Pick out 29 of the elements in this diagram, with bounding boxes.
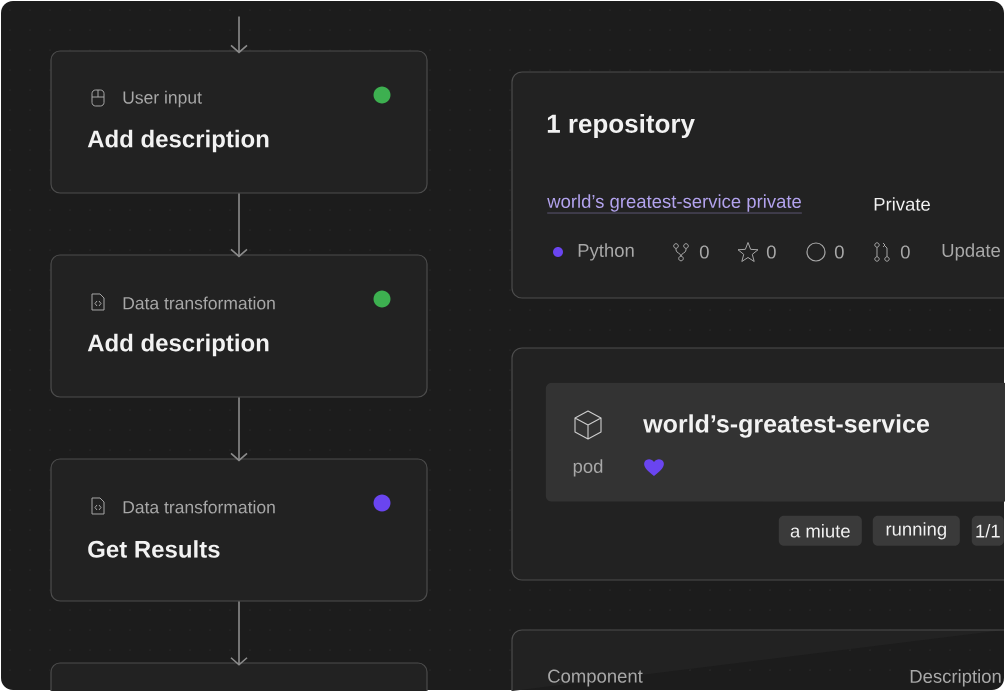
status-tag — [872, 515, 960, 546]
status-tag — [778, 515, 862, 546]
repository-link: world’s greatest-service private — [547, 194, 803, 214]
status-tag-text: a miute — [790, 524, 850, 538]
service-name: world’s-greatest-service — [643, 414, 929, 438]
column-header: Component — [548, 669, 643, 687]
kind-label: pod — [573, 459, 603, 477]
step-title: Add description — [87, 333, 269, 357]
arrow — [230, 600, 248, 666]
count-label: 0 — [699, 245, 709, 259]
step-type-label: Data transformation — [123, 500, 275, 514]
count-label: 0 — [900, 245, 910, 259]
count-label: 0 — [834, 245, 844, 259]
step-type-label: User input — [123, 90, 202, 108]
card-title: 1 repository — [547, 113, 695, 139]
column-header: Description — [910, 669, 1001, 687]
count-label: 0 — [766, 245, 776, 259]
arrow — [230, 396, 248, 462]
step-title: Get Results — [88, 540, 220, 558]
language-label: Python — [578, 243, 634, 261]
step-type-label: Data transformation — [123, 296, 275, 310]
status-tag-text: 1/1 — [976, 524, 1000, 538]
arrow — [230, 15, 248, 54]
status-tag-text: running — [886, 522, 946, 540]
step-card — [50, 662, 428, 691]
step-title: Add description — [87, 129, 269, 153]
visibility-label: Private — [874, 197, 930, 211]
arrow — [230, 192, 248, 258]
updated-label: Update — [942, 243, 1001, 261]
